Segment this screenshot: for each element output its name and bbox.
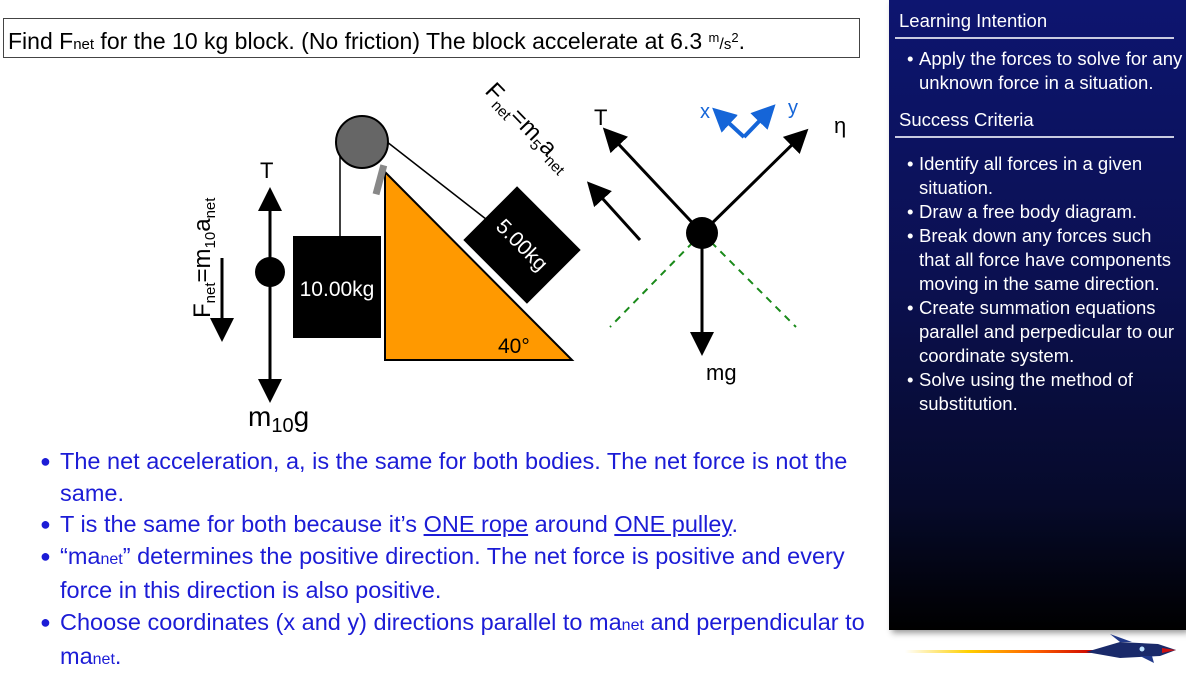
list-item: •Create summation equations parallel and… xyxy=(907,297,1175,366)
list-item: •Break down any forces such that all for… xyxy=(907,225,1171,294)
pulley-bracket xyxy=(372,164,388,196)
coord-y-axis xyxy=(742,104,776,139)
divider xyxy=(895,37,1174,39)
learning-list: •Apply the forces to solve for any unkno… xyxy=(889,47,1186,95)
tension-label-fbd: T xyxy=(594,105,607,130)
dashed-axis-right xyxy=(701,232,797,328)
tension-label-left: T xyxy=(260,158,273,183)
list-item: •Apply the forces to solve for any unkno… xyxy=(907,48,1183,93)
fnet-label-incline: Fnet=m5anet xyxy=(478,77,578,179)
normal-label-fbd: η xyxy=(834,113,846,138)
decorative-flame-line xyxy=(905,650,1095,653)
bullet-item: ● “manet” determines the positive direct… xyxy=(40,542,845,604)
coord-x-axis xyxy=(712,107,746,139)
angle-label: 40° xyxy=(498,335,530,358)
learning-intention-title: Learning Intention xyxy=(899,10,1048,31)
fnet-arrow-incline xyxy=(586,181,642,242)
bullet-item: ●Choose coordinates (x and y) directions… xyxy=(40,608,865,670)
objectives-panel: Learning Intention •Apply the forces to … xyxy=(889,0,1186,630)
tension-arrow-fbd xyxy=(602,127,704,235)
bullet-item: ●T is the same for both because it’s ONE… xyxy=(40,511,738,537)
incline-wedge xyxy=(384,169,575,361)
body-dot-fbd xyxy=(686,217,718,249)
physics-diagram: 10.00kg 5.00kg 40° T m10g Fnet=m10anet F… xyxy=(189,77,846,437)
body-dot-left xyxy=(255,257,285,287)
rope-incline xyxy=(381,137,501,231)
incline-block: 5.00kg xyxy=(463,186,581,304)
list-item: •Solve using the method of substitution. xyxy=(907,369,1133,414)
coord-x-label: x xyxy=(700,101,710,123)
fnet-label-left: Fnet=m10anet xyxy=(189,197,219,318)
divider xyxy=(895,136,1174,138)
weight-label-fbd: mg xyxy=(706,360,737,385)
list-item: •Identify all forces in a given situatio… xyxy=(907,153,1143,198)
hanging-block-label: 10.00kg xyxy=(300,278,375,301)
rocket-logo-icon xyxy=(1086,634,1176,663)
dashed-axis-left xyxy=(609,232,703,328)
slide-title: Find Fnet for the 10 kg block. (No frict… xyxy=(3,18,860,58)
bullet-item: ●The net acceleration, a, is the same fo… xyxy=(40,448,848,506)
success-list: •Identify all forces in a given situatio… xyxy=(889,152,1186,416)
success-criteria-title: Success Criteria xyxy=(899,109,1034,130)
pulley xyxy=(335,115,389,169)
explanation-bullets: ●The net acceleration, a, is the same fo… xyxy=(40,446,870,676)
list-item: •Draw a free body diagram. xyxy=(907,201,1137,222)
hanging-block xyxy=(293,236,381,338)
coord-y-label: y xyxy=(788,97,798,119)
weight-label-left: m10g xyxy=(248,401,309,437)
normal-arrow-fbd xyxy=(700,128,809,235)
